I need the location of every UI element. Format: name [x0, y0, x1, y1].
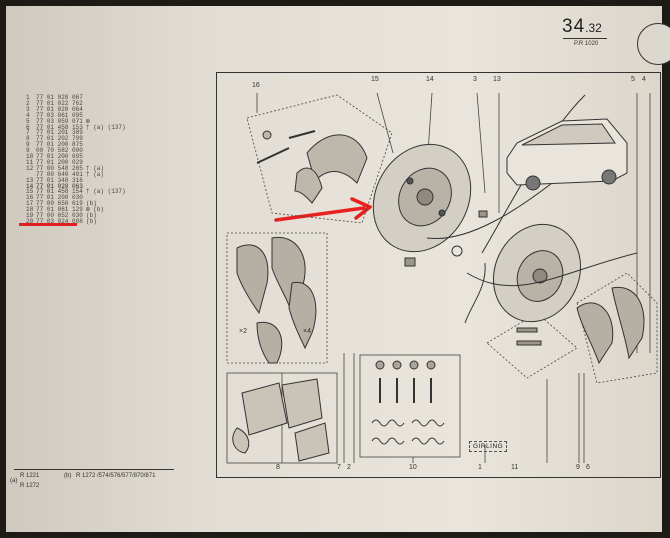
page-rule — [563, 38, 607, 39]
parts-row-code: 77 01 020 063 — [36, 182, 83, 190]
parts-row-code: 77 01 200 695 — [36, 153, 83, 160]
backing-plate-right — [492, 223, 582, 323]
parts-row-code: 77 01 201 389 — [36, 129, 83, 137]
parts-row-number: 8 — [26, 135, 30, 143]
parts-row-number: 14 — [26, 182, 34, 190]
parts-row-code: 77 01 348 316 — [36, 176, 83, 184]
parts-row-number: 7 — [26, 129, 30, 137]
parts-row-code: 77 01 202 799 — [36, 135, 83, 143]
page-number-main: 34 — [562, 16, 586, 37]
parts-row-code: 77 01 020 064 — [36, 105, 83, 113]
girling-label: GIRLING — [469, 441, 508, 452]
parts-row-number: 12 — [26, 164, 34, 172]
parts-row-note: (b) — [86, 217, 97, 225]
exploded-brake-diagram — [226, 92, 658, 464]
callout-bottom-10: 10 — [409, 464, 417, 471]
callout-top-5: 5 — [631, 76, 635, 83]
parts-row-number: 11 — [26, 158, 34, 166]
red-arrow-icon — [274, 197, 372, 222]
footer-left-a: R 1221 — [20, 473, 40, 479]
callout-top-16: 16 — [252, 82, 260, 89]
parts-row-note: ⊠ — [86, 117, 90, 125]
drum-cover-icon — [637, 23, 670, 65]
parts-row-number: 20 — [26, 217, 34, 225]
parts-row-number: 17 — [26, 200, 34, 208]
parts-row-code: 77 03 024 008 — [36, 217, 83, 225]
parts-row-note: † (a) — [86, 164, 105, 172]
callout-top-3: 3 — [473, 76, 477, 83]
parts-row-code: 77 00 640 491 — [36, 170, 83, 178]
parts-row-code: 77 01 200 029 — [36, 158, 83, 166]
callout-bottom-8: 8 — [276, 464, 280, 471]
parts-row-note: † (a) — [86, 170, 105, 178]
callout-top-4: 4 — [642, 76, 646, 83]
parts-row-number: 6 — [26, 123, 30, 131]
parts-row-code: 77 03 059 071 — [36, 117, 83, 125]
parts-row-note: (b) — [86, 212, 97, 219]
parts-row-number: 19 — [26, 212, 34, 219]
footer-rule — [14, 469, 174, 470]
parts-row-code: 77 00 650 619 — [36, 200, 83, 208]
parts-row-number: 16 — [26, 194, 34, 202]
parts-row-code: 77 00 652 030 — [36, 212, 83, 219]
page-number: 34.32 — [562, 16, 602, 38]
parts-row-number: 13 — [26, 176, 34, 184]
footer-right-tag: (b) — [64, 473, 72, 479]
parts-row-code: 77 01 458 153 — [36, 123, 83, 131]
parts-row-code: 77 01 061 129 — [36, 206, 83, 214]
parts-row-number: 4 — [26, 111, 30, 119]
parts-row-code: 77 03 061 095 — [36, 111, 83, 119]
callout-bottom-7: 7 — [337, 464, 341, 471]
callout-bottom-2: 2 — [347, 464, 351, 471]
parts-row-note: † (a) (137) — [86, 123, 126, 131]
callout-bottom-9: 9 — [576, 464, 580, 471]
parts-row-number: 3 — [26, 105, 30, 113]
backing-plate-left — [372, 143, 472, 253]
parts-row-code: 77 01 020 067 — [36, 94, 83, 101]
callout-bottom-11: 11 — [511, 464, 519, 471]
car-illustration — [506, 118, 628, 191]
callout-top-13: 13 — [493, 76, 501, 83]
parts-row-number: 9 — [26, 141, 30, 149]
callout-bottom-6: 6 — [586, 464, 590, 471]
parts-row-number: 18 — [26, 206, 34, 214]
parts-row-note: † (a) (137) — [86, 188, 126, 196]
parts-row-note: (b) — [86, 200, 97, 208]
callout-bottom-1: 1 — [478, 464, 482, 471]
subcaption-x4: ×4 — [303, 328, 311, 335]
footer-left-b: R 1272 — [20, 483, 40, 489]
highlight-underline — [19, 223, 77, 226]
diagram-frame: ×2 ×4 GIRLING — [216, 23, 670, 478]
parts-row-note: ⊠ (b) — [86, 206, 105, 214]
parts-row-code: 77 01 200 030 — [36, 194, 83, 202]
footer-right-text: R 1272 /574/576/577/870/871 — [76, 473, 156, 479]
parts-row-code: 77 01 200 875 — [36, 141, 83, 149]
parts-row-number: 9 — [26, 147, 30, 155]
parts-row-number: 10 — [26, 153, 34, 160]
subcaption-x2: ×2 — [239, 328, 247, 335]
parts-row-number: 2 — [26, 99, 30, 107]
parts-row-code: 77 01 458 154 — [36, 188, 83, 196]
parts-row-code: 00 70 582 000 — [36, 147, 83, 155]
parts-row-code: 77 01 022 762 — [36, 99, 83, 107]
callout-top-15: 15 — [371, 76, 379, 83]
page-number-sub: .32 — [585, 21, 602, 35]
parts-row-number: 5 — [26, 117, 30, 125]
parts-row-number: 15 — [26, 188, 34, 196]
callout-top-14: 14 — [426, 76, 434, 83]
footer-left-tag: (a) — [10, 478, 18, 484]
parts-row-number: 1 — [26, 94, 30, 101]
page-ref: P.R 1020 — [574, 41, 599, 47]
parts-row-code: 77 00 548 265 — [36, 164, 83, 172]
